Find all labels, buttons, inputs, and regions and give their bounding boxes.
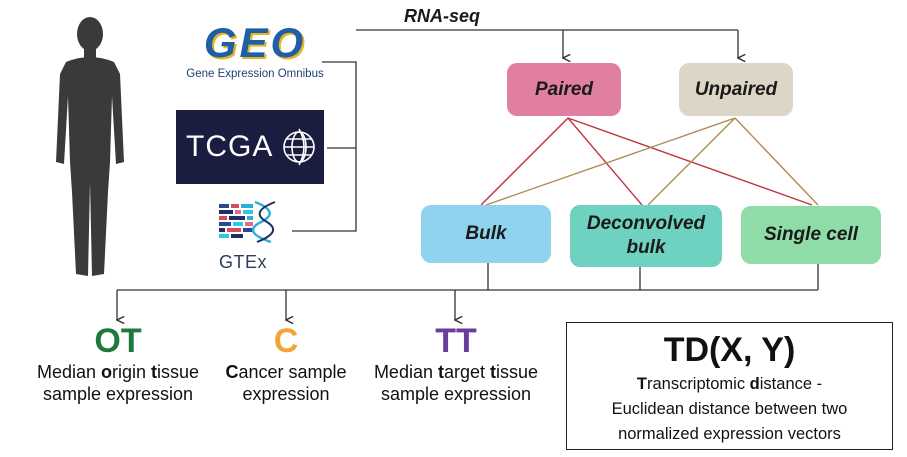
deconvolved-label-line2: bulk [626, 237, 666, 258]
paired-links [480, 117, 813, 206]
tcga-mark: TCGA [186, 130, 274, 163]
deconvolved-bulk-box: Deconvolved bulk [570, 205, 722, 267]
text-segment: ranscriptomic [646, 375, 750, 393]
td-description-line2: Euclidean distance between two [611, 400, 848, 418]
td-description-line3: normalized expression vectors [618, 425, 841, 443]
output-ot: OT Median origin tissue sample expressio… [18, 322, 218, 405]
text-segment: issue [157, 362, 200, 382]
output-description-line1: Median origin tissue [18, 361, 218, 383]
human-silhouette-icon [56, 17, 124, 276]
output-abbr: C [273, 322, 299, 360]
output-description-line2: expression [242, 384, 330, 404]
unpaired-links [485, 117, 819, 206]
output-description-line2: sample expression [42, 384, 194, 404]
output-description-line2: sample expression [380, 384, 532, 404]
td-title: TD(X, Y) [663, 331, 796, 369]
bold-initial: C [225, 362, 239, 382]
output-description-line1: Cancer sample [208, 361, 364, 383]
dna-globe-icon [283, 128, 316, 166]
td-description-line1: Transcriptomic distance - [567, 374, 892, 395]
tcga-logo: TCGA [176, 110, 324, 184]
output-abbr: TT [435, 322, 477, 360]
deconvolved-label-line1: Deconvolved [586, 213, 706, 234]
bold-initial: o [101, 362, 112, 382]
bulk-label: Bulk [465, 223, 507, 244]
transcriptomic-distance-box: TD(X, Y) Transcriptomic distance - Eucli… [566, 322, 893, 450]
gtex-mark: GTEx [219, 252, 268, 272]
paired-label: Paired [534, 78, 594, 100]
unpaired-box: Unpaired [679, 63, 793, 116]
source-bracket [292, 29, 738, 232]
bold-initial: t [490, 362, 497, 382]
output-bracket [117, 262, 819, 320]
output-tt: TT Median target tissue sample expressio… [356, 322, 556, 405]
geo-subtitle: Gene Expression Omnibus [186, 68, 324, 80]
text-segment: Median [36, 362, 101, 382]
text-segment: Median [373, 362, 438, 382]
output-c: C Cancer sample expression [208, 322, 364, 405]
paired-box: Paired [507, 63, 621, 116]
dna-helix-icon [215, 200, 285, 244]
output-abbr: OT [94, 322, 142, 360]
single-cell-label: Single cell [764, 224, 858, 245]
bulk-box: Bulk [421, 205, 551, 263]
text-segment: issue [496, 362, 539, 382]
text-segment: rigin [112, 362, 152, 382]
bold-initial: T [636, 375, 647, 393]
geo-logo: GEO Gene Expression Omnibus [180, 20, 330, 92]
bold-initial: t [151, 362, 158, 382]
unpaired-label: Unpaired [694, 78, 778, 100]
geo-mark: GEO [203, 19, 307, 66]
output-description-line1: Median target tissue [356, 361, 556, 383]
gtex-logo: GTEx [215, 200, 287, 272]
single-cell-box: Single cell [741, 206, 881, 264]
bold-initial: d [749, 375, 760, 393]
bold-initial: t [437, 362, 444, 382]
text-segment: istance - [759, 375, 823, 393]
text-segment: ancer sample [238, 362, 347, 382]
rna-seq-label: RNA-seq [404, 6, 481, 26]
text-segment: arget [443, 362, 491, 382]
